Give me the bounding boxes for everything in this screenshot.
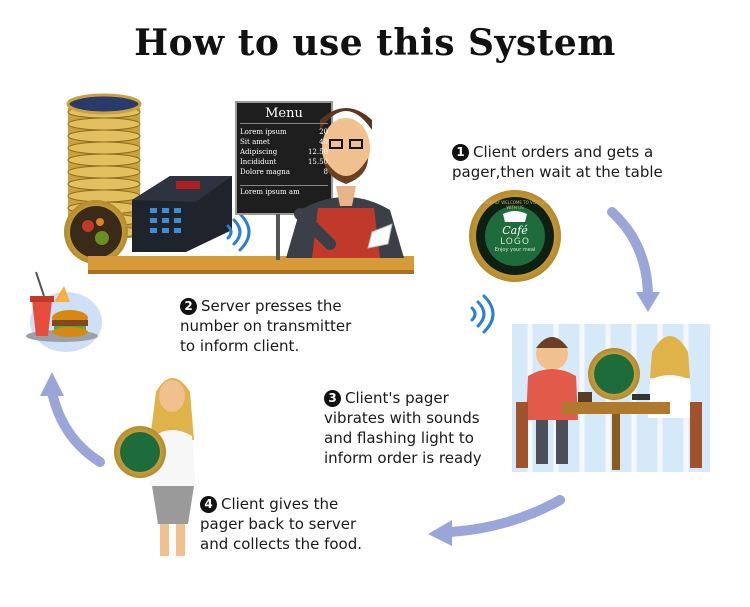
- counter: [88, 256, 414, 270]
- fast-food-icon: [26, 271, 102, 352]
- menu-board: [235, 101, 333, 260]
- menu-heading: Menu: [240, 106, 328, 124]
- pager-tagline: Enjoy your meal: [494, 247, 536, 253]
- pager-logo: LOGO: [500, 237, 530, 247]
- woman-figure: [114, 378, 196, 556]
- menu-footer: Lorem ipsum am: [240, 185, 328, 196]
- step-number-badge: 4: [200, 496, 217, 513]
- page-title: How to use this System: [134, 22, 616, 64]
- step-number-badge: 3: [324, 390, 341, 407]
- signal-waves-icon: [470, 294, 495, 334]
- signal-waves-icon: [226, 212, 251, 252]
- flow-arrow-top-right: [607, 207, 660, 312]
- step-number-badge: 1: [452, 144, 469, 161]
- pager-ring-text: WARMLY WELCOME TO VISIT US WITH US: [483, 200, 547, 210]
- pager-brand: Café: [502, 224, 528, 237]
- step-number-badge: 2: [180, 298, 197, 315]
- waiter-figure: [286, 108, 404, 258]
- pager-device: [469, 190, 561, 282]
- stacked-pagers-icon: [64, 93, 142, 264]
- flow-arrow-left: [40, 372, 105, 467]
- pager-face-text: Café LOGO Enjoy your meal: [485, 222, 545, 253]
- flow-arrow-bottom: [428, 495, 565, 546]
- restaurant-scene: [512, 324, 710, 472]
- transmitter-icon: [132, 176, 232, 252]
